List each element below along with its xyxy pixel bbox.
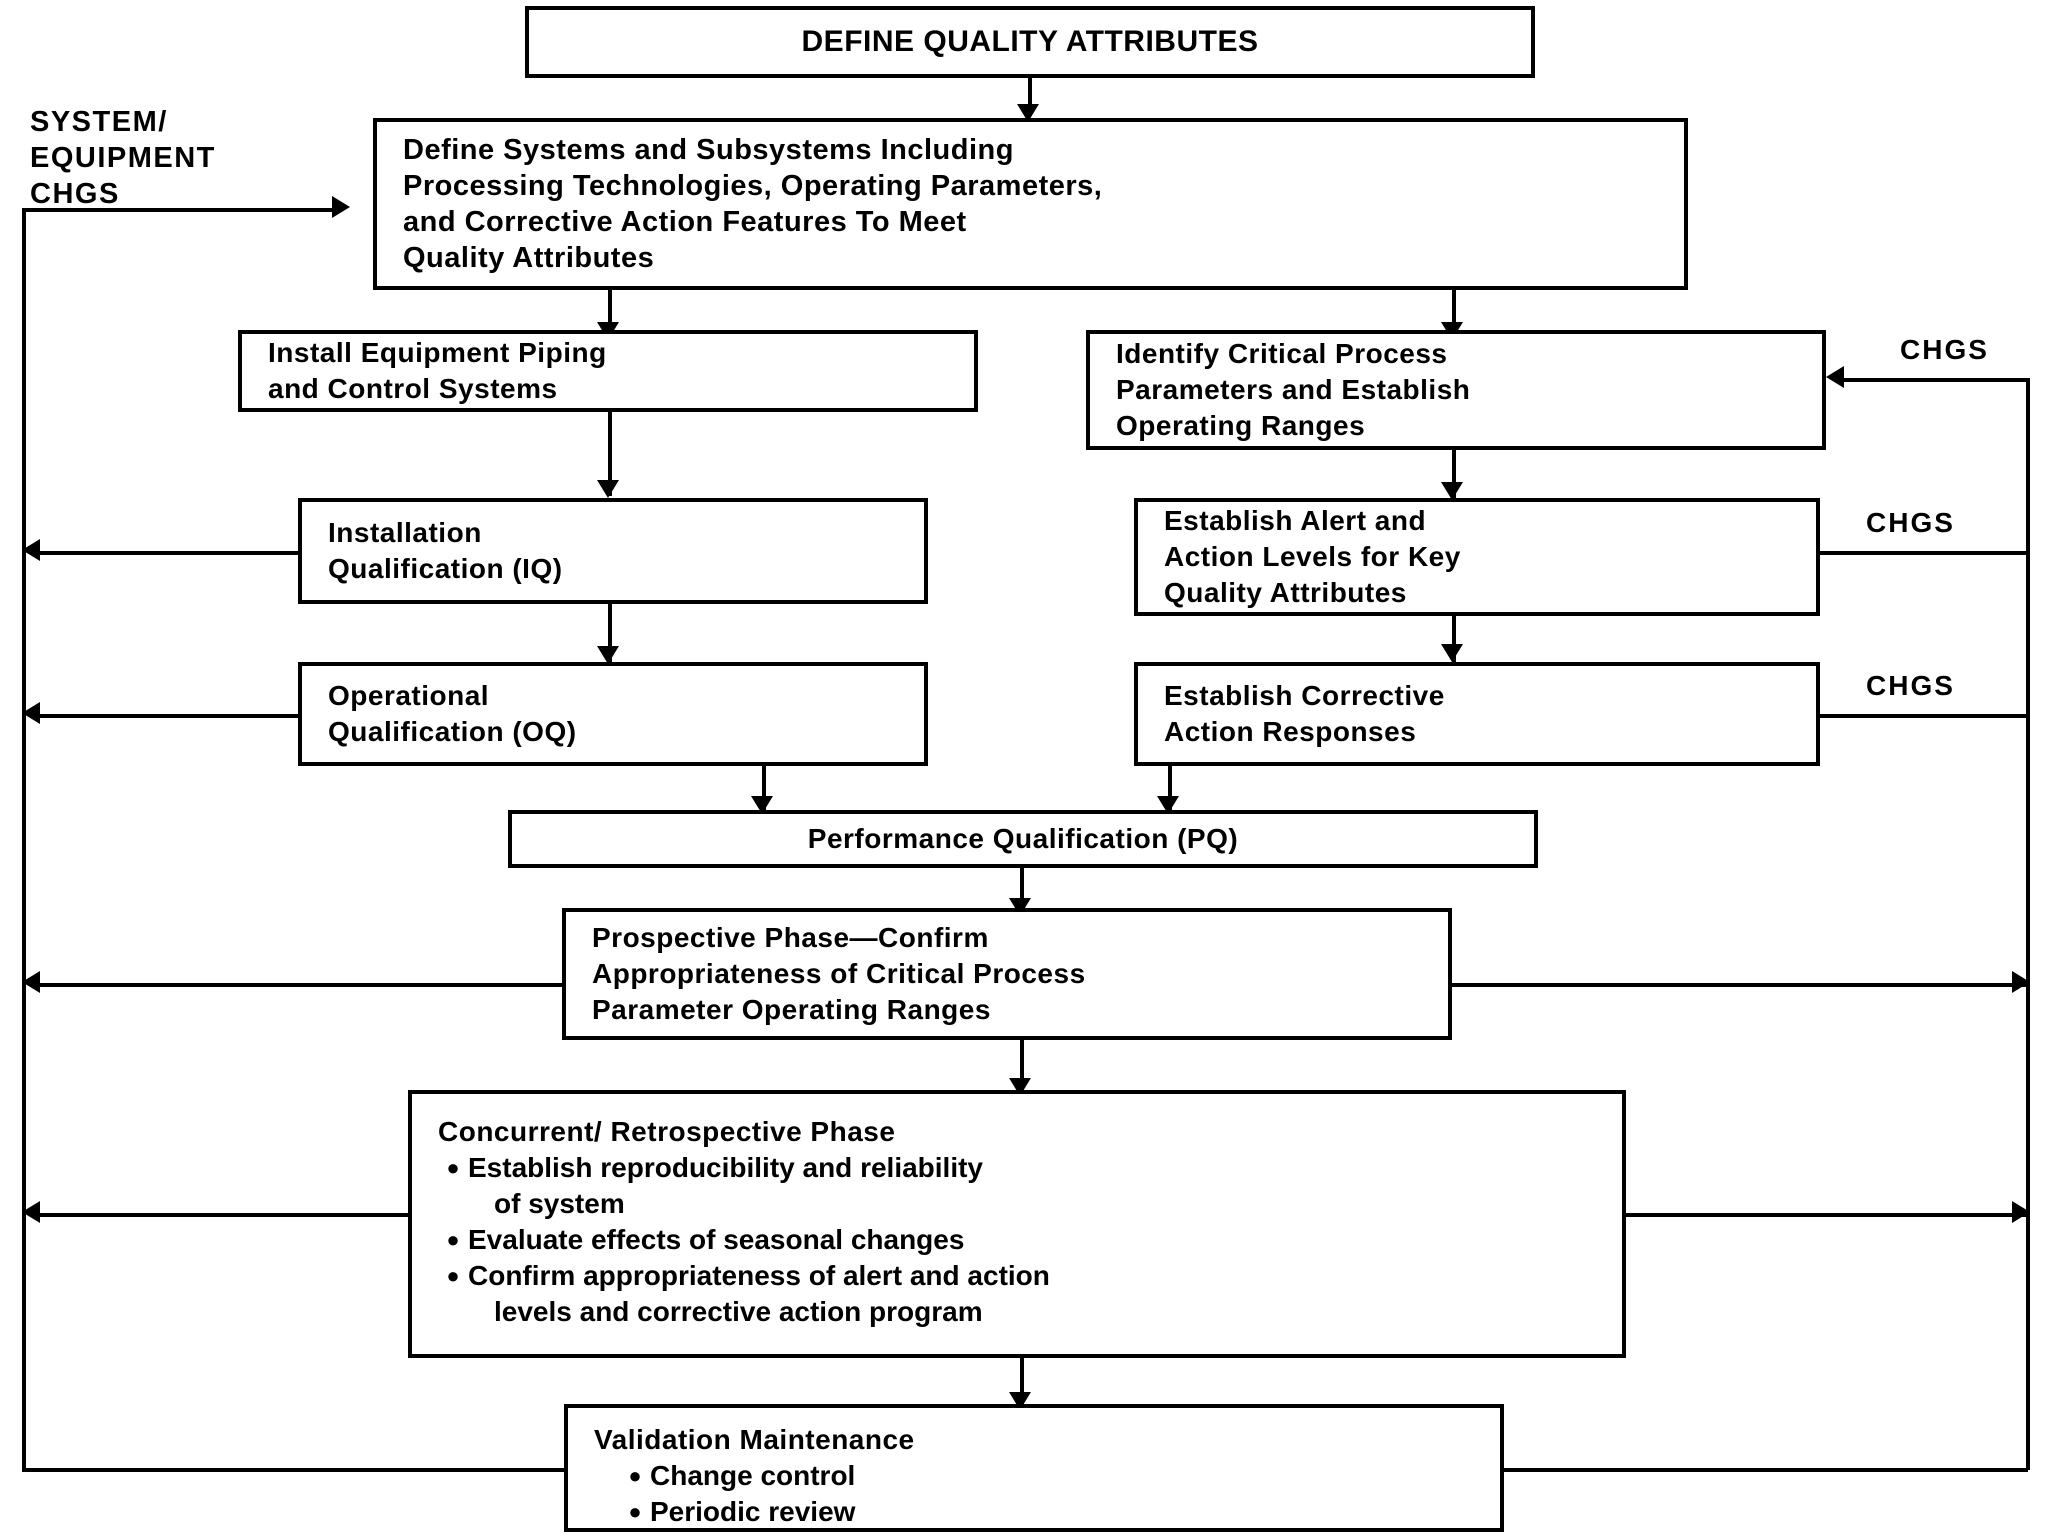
node-validation-maintenance[interactable]: Validation Maintenance ● Change control …	[564, 1404, 1504, 1532]
node-operational-qualification-line-1: Operational	[328, 680, 490, 711]
node-concurrent-retrospective-phase[interactable]: Concurrent/ Retrospective Phase ● Establ…	[408, 1090, 1626, 1358]
system-chgs-into-define-systems-line	[22, 208, 334, 212]
validation-bullet-1-text: Change control	[650, 1460, 856, 1491]
system-chgs-into-define-systems-arrow	[332, 196, 350, 218]
iq-feedback-arrow	[22, 539, 40, 561]
conn-iq-to-oq-arrow	[597, 646, 619, 664]
node-identify-critical-process-line-3: Operating Ranges	[1116, 410, 1366, 441]
concurrent-bullet-2: ● Evaluate effects of seasonal changes	[438, 1222, 1622, 1258]
concurrent-bullet-1-continuation: of system	[494, 1188, 625, 1219]
node-define-systems-line-1: Define Systems and Subsystems Including	[403, 134, 1014, 166]
node-establish-alert-action-line-2: Action Levels for Key	[1164, 541, 1461, 572]
left-feedback-bottom-line	[22, 1468, 564, 1472]
chgs-label-2: CHGS	[1866, 507, 1955, 538]
node-installation-qualification-line-2: Qualification (IQ)	[328, 553, 563, 584]
conn-define-to-install	[608, 290, 612, 338]
bullet-dot-icon: ●	[446, 1227, 460, 1252]
node-install-equipment[interactable]: Install Equipment Piping and Control Sys…	[238, 330, 978, 412]
conn-iq-to-oq	[608, 604, 612, 662]
conn-alert-to-corrective	[1452, 616, 1456, 662]
node-establish-alert-action-line-3: Quality Attributes	[1164, 577, 1407, 608]
node-operational-qualification[interactable]: Operational Qualification (OQ)	[298, 662, 928, 766]
node-establish-corrective-action[interactable]: Establish Corrective Action Responses	[1134, 662, 1820, 766]
conn-install-to-iq	[608, 412, 612, 496]
node-identify-critical-process[interactable]: Identify Critical Process Parameters and…	[1086, 330, 1826, 450]
concurrent-feedback-right-arrow	[2012, 1201, 2030, 1223]
node-define-systems-line-4: Quality Attributes	[403, 242, 655, 274]
chgs1-line	[1844, 378, 2028, 382]
concurrent-bullet-3: ● Confirm appropriateness of alert and a…	[438, 1258, 1622, 1294]
node-performance-qualification[interactable]: Performance Qualification (PQ)	[508, 810, 1538, 868]
concurrent-bullet-1: ● Establish reproducibility and reliabil…	[438, 1150, 1622, 1186]
node-prospective-phase[interactable]: Prospective Phase—Confirm Appropriatenes…	[562, 908, 1452, 1040]
chgs-label-1: CHGS	[1900, 334, 1989, 365]
conn-install-to-iq-arrow	[597, 480, 619, 498]
node-operational-qualification-line-2: Qualification (OQ)	[328, 716, 577, 747]
chgs1-arrow	[1826, 366, 1844, 388]
node-concurrent-heading: Concurrent/ Retrospective Phase	[438, 1116, 896, 1147]
node-prospective-phase-line-2: Appropriateness of Critical Process	[592, 958, 1086, 989]
oq-feedback-arrow	[22, 702, 40, 724]
node-performance-qualification-label: Performance Qualification (PQ)	[807, 823, 1239, 854]
conn-corrective-to-pq	[1168, 766, 1172, 810]
concurrent-bullet-1-text: Establish reproducibility and reliabilit…	[468, 1152, 984, 1183]
concurrent-feedback-left-arrow	[22, 1201, 40, 1223]
node-install-equipment-line-2: and Control Systems	[268, 373, 558, 404]
conn-title-to-define-systems-arrow	[1017, 104, 1039, 122]
node-prospective-phase-line-3: Parameter Operating Ranges	[592, 994, 991, 1025]
node-establish-alert-action[interactable]: Establish Alert and Action Levels for Ke…	[1134, 498, 1820, 616]
concurrent-bullet-3-continuation: levels and corrective action program	[494, 1296, 983, 1327]
bullet-dot-icon: ●	[628, 1463, 642, 1488]
right-feedback-spine	[2026, 378, 2030, 1470]
node-define-systems-line-2: Processing Technologies, Operating Param…	[403, 170, 1103, 202]
conn-title-to-define-systems	[1028, 74, 1032, 116]
node-define-quality-attributes[interactable]: DEFINE QUALITY ATTRIBUTES	[525, 6, 1535, 78]
chgs2-line	[1820, 551, 2028, 555]
conn-pq-to-prospective	[1020, 866, 1024, 908]
node-installation-qualification-line-1: Installation	[328, 517, 482, 548]
conn-oq-to-pq-arrow	[751, 796, 773, 814]
bullet-dot-icon: ●	[446, 1263, 460, 1288]
node-prospective-phase-line-1: Prospective Phase—Confirm	[592, 922, 989, 953]
left-feedback-spine	[22, 210, 26, 1472]
node-establish-corrective-action-line-1: Establish Corrective	[1164, 680, 1445, 711]
conn-identify-to-alert-arrow	[1441, 482, 1463, 500]
prospective-feedback-right-arrow	[2012, 971, 2030, 993]
concurrent-bullet-2-text: Evaluate effects of seasonal changes	[468, 1224, 965, 1255]
conn-concurrent-to-validation	[1020, 1358, 1024, 1404]
node-identify-critical-process-line-2: Parameters and Establish	[1116, 374, 1471, 405]
chgs3-line	[1820, 714, 2028, 718]
validation-bullet-2: ● Periodic review	[594, 1494, 1500, 1530]
node-establish-corrective-action-line-2: Action Responses	[1164, 716, 1417, 747]
conn-corrective-to-pq-arrow	[1157, 796, 1179, 814]
conn-identify-to-alert	[1452, 450, 1456, 498]
conn-alert-to-corrective-arrow	[1441, 644, 1463, 662]
oq-feedback-line	[40, 714, 298, 718]
node-define-systems-line-3: and Corrective Action Features To Meet	[403, 206, 967, 238]
bullet-dot-icon: ●	[446, 1155, 460, 1180]
node-define-systems[interactable]: Define Systems and Subsystems Including …	[373, 118, 1688, 290]
conn-prospective-to-concurrent	[1020, 1040, 1024, 1090]
node-define-quality-attributes-label: DEFINE QUALITY ATTRIBUTES	[801, 25, 1259, 58]
node-identify-critical-process-line-1: Identify Critical Process	[1116, 338, 1448, 369]
node-establish-alert-action-line-1: Establish Alert and	[1164, 505, 1427, 536]
bullet-dot-icon: ●	[628, 1499, 642, 1524]
node-validation-maintenance-heading: Validation Maintenance	[594, 1424, 915, 1455]
node-install-equipment-line-1: Install Equipment Piping	[268, 337, 607, 368]
chgs-label-3: CHGS	[1866, 670, 1955, 701]
concurrent-bullet-3-text: Confirm appropriateness of alert and act…	[468, 1260, 1050, 1291]
system-equipment-chgs-label: SYSTEM/ EQUIPMENT CHGS	[30, 106, 216, 210]
prospective-feedback-left-arrow	[22, 971, 40, 993]
validation-bullet-1: ● Change control	[594, 1458, 1500, 1494]
validation-bullet-2-text: Periodic review	[650, 1496, 856, 1527]
node-installation-qualification[interactable]: Installation Qualification (IQ)	[298, 498, 928, 604]
iq-feedback-line	[40, 551, 298, 555]
conn-oq-to-pq	[762, 766, 766, 810]
conn-define-to-identify	[1452, 290, 1456, 338]
right-feedback-bottom-line	[1480, 1468, 2028, 1472]
